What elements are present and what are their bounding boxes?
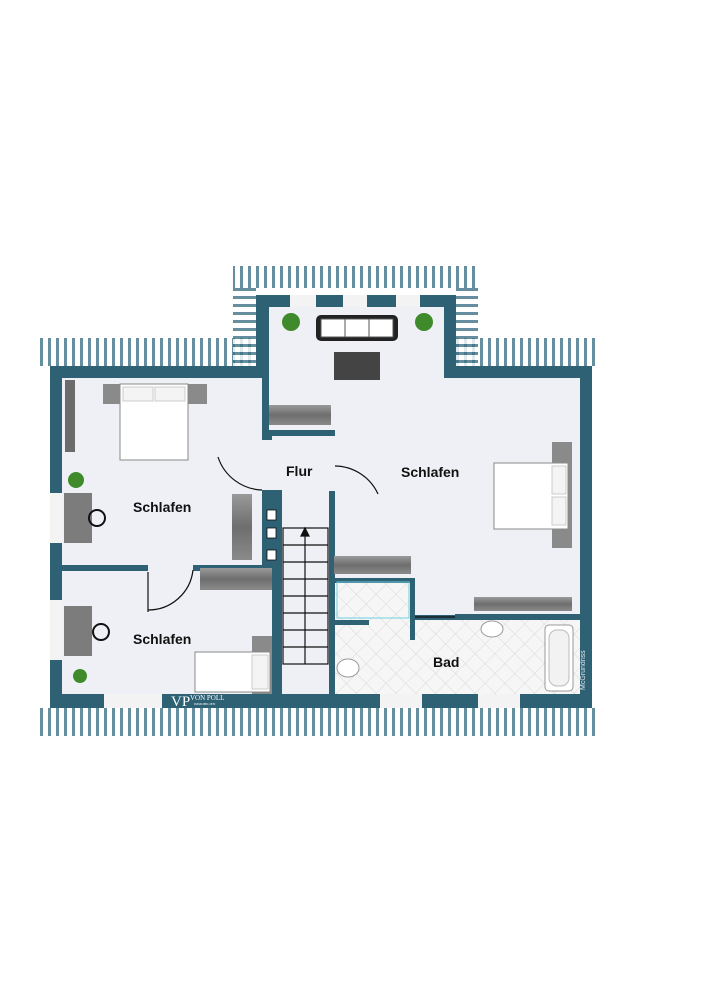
chair <box>92 623 110 641</box>
double-bed-right <box>493 442 572 548</box>
room-label-schlafen-left-top: Schlafen <box>133 499 191 515</box>
double-bed-left <box>103 383 207 461</box>
door-swing-left <box>217 456 263 491</box>
toilet <box>336 658 360 678</box>
shower <box>336 581 410 619</box>
room-label-schlafen-left-bottom: Schlafen <box>133 631 191 647</box>
room-label-schlafen-right: Schlafen <box>401 464 459 480</box>
furniture <box>64 313 574 694</box>
door-swing-bottom <box>147 569 194 611</box>
plant-icons <box>68 313 433 683</box>
coffee-table <box>334 352 380 380</box>
svg-text:IMMOBILIEN: IMMOBILIEN <box>194 702 216 706</box>
doors <box>147 456 379 612</box>
logo: VP VON POLL IMMOBILIEN <box>171 694 224 710</box>
wardrobe <box>334 556 411 574</box>
wardrobe <box>200 568 272 590</box>
room-label-flur: Flur <box>286 463 313 479</box>
sideboard <box>474 597 572 611</box>
shaft-boxes <box>266 509 277 561</box>
staircase <box>282 526 329 665</box>
chair <box>88 509 106 527</box>
desk <box>64 493 92 543</box>
roof-hatching <box>40 266 598 736</box>
watermark: McGrundriss <box>580 650 587 690</box>
single-bed <box>194 636 272 694</box>
svg-text:VP: VP <box>171 694 190 710</box>
walls <box>50 295 592 708</box>
door-swing-right <box>334 465 379 495</box>
room-label-bad: Bad <box>433 654 459 670</box>
sink <box>480 620 504 638</box>
svg-text:VON POLL: VON POLL <box>190 694 224 702</box>
sofa <box>316 315 398 341</box>
wardrobe <box>269 405 331 425</box>
desk <box>64 606 92 656</box>
wardrobe <box>232 494 252 560</box>
shelf <box>65 380 75 452</box>
